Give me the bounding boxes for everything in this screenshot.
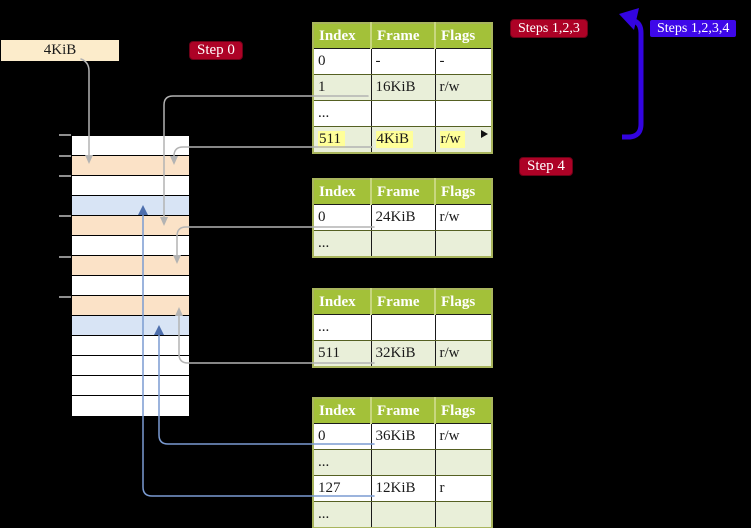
table-cell: r (435, 475, 492, 502)
table-cell: ... (313, 449, 372, 476)
step4-badge: Step 4 (519, 157, 573, 176)
memory-column (71, 135, 190, 416)
table-cell: 0 (313, 48, 372, 75)
column-header-flags: Flags (435, 398, 492, 424)
memory-row-orange (72, 156, 189, 176)
memory-row-white (72, 176, 189, 196)
table-cell (371, 501, 436, 528)
memory-row-white (72, 336, 189, 356)
memory-row-white (72, 236, 189, 256)
column-header-index: Index (313, 398, 372, 424)
table-row: ... (313, 314, 492, 341)
table-cell: r/w (435, 74, 492, 101)
page-size-label: 4KiB (1, 40, 119, 61)
table-cell: r/w (435, 204, 492, 231)
table-cell: - (435, 48, 492, 75)
memory-row-white (72, 396, 189, 416)
memory-row-white (72, 136, 189, 156)
column-header-frame: Frame (371, 289, 436, 315)
table-cell: 1 (313, 74, 372, 101)
column-header-flags: Flags (435, 23, 492, 49)
table-cell: 24KiB (371, 204, 436, 231)
memory-row-white (72, 276, 189, 296)
table-cell: 16KiB (371, 74, 436, 101)
memory-row-blue (72, 196, 189, 216)
table-cell (371, 100, 436, 127)
highlighted-value: 511 (318, 131, 345, 148)
memory-row-blue (72, 316, 189, 336)
loop-arrow-line (622, 17, 644, 140)
tick-mark (59, 215, 71, 217)
table-row: 511 4KiB r/w (313, 126, 492, 154)
column-header-index: Index (313, 23, 372, 49)
tick-mark (59, 155, 71, 157)
table-cell: r/w (435, 126, 492, 154)
memory-row-white (72, 376, 189, 396)
table-cell (435, 449, 492, 476)
table-cell (435, 230, 492, 258)
tick-mark (59, 256, 71, 258)
memory-row-white (72, 356, 189, 376)
table-cell (435, 501, 492, 528)
table-cell: 4KiB (371, 126, 436, 154)
column-header-frame: Frame (371, 398, 436, 424)
table-cell: 511 (313, 340, 372, 368)
table-cell: 0 (313, 423, 372, 450)
table-cell: - (371, 48, 436, 75)
table-cell (371, 230, 436, 258)
tick-mark (59, 296, 71, 298)
tick-mark (59, 134, 71, 136)
column-header-flags: Flags (435, 179, 492, 205)
loop-arrow-head (619, 8, 639, 30)
column-header-index: Index (313, 289, 372, 315)
table-cell: ... (313, 314, 372, 341)
table-cell: ... (313, 100, 372, 127)
table-cell (371, 449, 436, 476)
memory-row-orange (72, 256, 189, 276)
tick-mark (59, 175, 71, 177)
memory-row-orange (72, 296, 189, 316)
memory-row-orange (72, 216, 189, 236)
table-cell: 0 (313, 204, 372, 231)
table-row: ... (313, 230, 492, 258)
table-cell (435, 100, 492, 127)
table-row: ... (313, 100, 492, 127)
step0-badge: Step 0 (189, 41, 243, 60)
table-cell: ... (313, 501, 372, 528)
steps123-badge: Steps 1,2,3 (510, 19, 588, 38)
table-cell: 511 (313, 126, 372, 154)
table-cell (435, 314, 492, 341)
column-header-frame: Frame (371, 23, 436, 49)
highlighted-value: 4KiB (375, 131, 414, 148)
table-cell: 32KiB (371, 340, 436, 368)
table-cell: 36KiB (371, 423, 436, 450)
column-header-index: Index (313, 179, 372, 205)
highlighted-value: r/w (439, 131, 465, 148)
table-cell: r/w (435, 423, 492, 450)
table-cell: 12KiB (371, 475, 436, 502)
column-header-frame: Frame (371, 179, 436, 205)
table-row: ... (313, 449, 492, 476)
table-row: ... (313, 501, 492, 528)
steps1234-badge: Steps 1,2,3,4 (650, 20, 737, 37)
table-row: 0-- (313, 48, 492, 75)
table-cell (371, 314, 436, 341)
column-header-flags: Flags (435, 289, 492, 315)
table-cell: r/w (435, 340, 492, 368)
table-cell: 127 (313, 475, 372, 502)
table-cell: ... (313, 230, 372, 258)
